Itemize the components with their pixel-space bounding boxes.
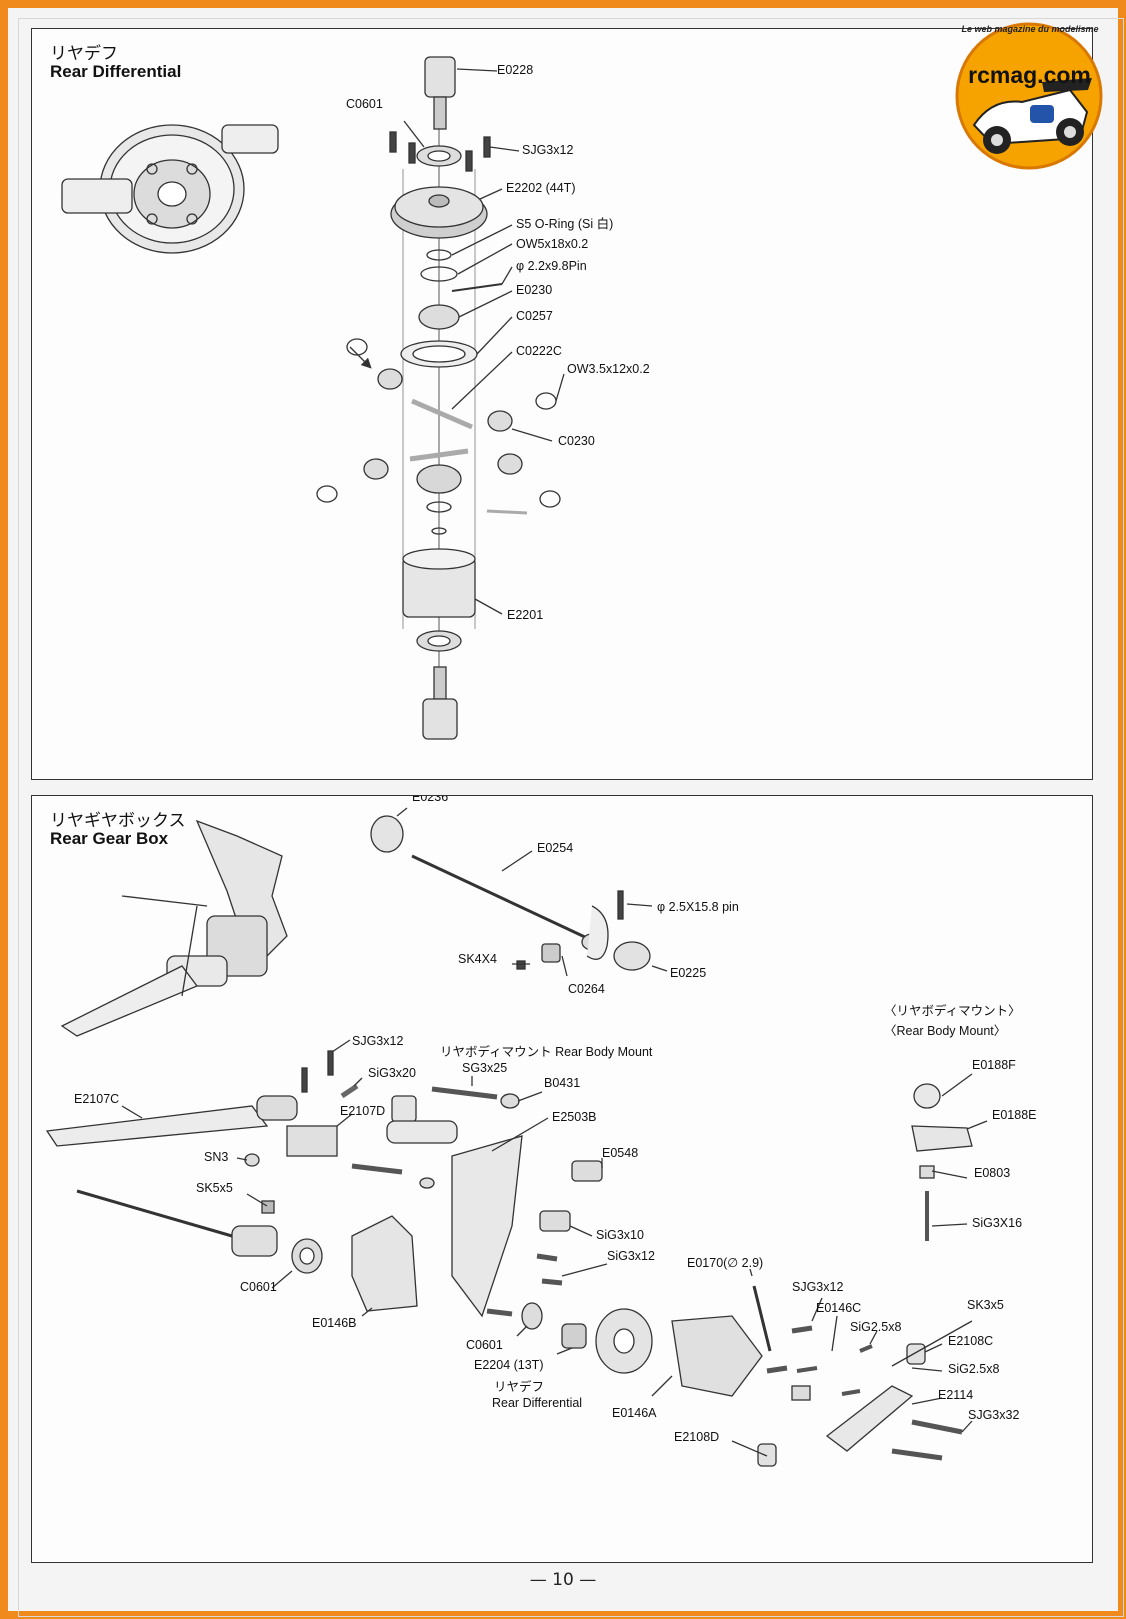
body-mount-title-jp: 〈リヤボディマウント〉	[884, 1003, 1021, 1018]
part-label-sk5x5: SK5x5	[196, 1181, 233, 1195]
part-label-e2108d: E2108D	[674, 1430, 720, 1444]
part-label-ow3-5x12: OW3.5x12x0.2	[567, 362, 650, 376]
part-label-sig3x16: SiG3X16	[972, 1216, 1023, 1230]
rear-differential-title-jp: リヤデフ	[50, 44, 118, 64]
part-label-e0146c: E0146C	[816, 1301, 862, 1315]
part-label-pin-2-5x15-8: φ 2.5X15.8 pin	[657, 900, 739, 914]
part-label-rear-diff-en: Rear Differential	[492, 1396, 583, 1410]
part-label-c0601-left: C0601	[240, 1280, 277, 1294]
rear-differential-exploded-diagram	[61, 56, 565, 740]
part-label-e0254: E0254	[537, 841, 574, 855]
part-label-e0170: E0170(∅ 2.9)	[687, 1256, 764, 1270]
part-label-sk4x4: SK4X4	[458, 952, 497, 966]
rear-gear-box-exploded-diagram	[45, 807, 988, 1467]
part-label-e2107d: E2107D	[340, 1104, 386, 1118]
part-label-e0146b: E0146B	[312, 1316, 357, 1330]
part-label-c0222c: C0222C	[516, 344, 562, 358]
page-number: — 10 —	[529, 1570, 597, 1590]
assembled-differential-illustration	[61, 124, 279, 254]
part-label-rear-body-mount: リヤボディマウント Rear Body Mount	[440, 1045, 653, 1059]
part-label-e2114: E2114	[938, 1388, 974, 1402]
part-label-sjg3x12: SJG3x12	[522, 143, 574, 157]
part-label-sk3x5: SK3x5	[967, 1298, 1004, 1312]
part-label-c0230: C0230	[558, 434, 595, 448]
part-label-e0146a: E0146A	[612, 1406, 657, 1420]
part-label-e2108c: E2108C	[948, 1334, 994, 1348]
part-label-c0264: C0264	[568, 982, 605, 996]
part-label-e0188e: E0188E	[992, 1108, 1037, 1122]
part-label-e0225: E0225	[670, 966, 707, 980]
part-label-b0431: B0431	[544, 1076, 581, 1090]
part-label-e2201: E2201	[507, 608, 544, 622]
part-label-sig3x20: SiG3x20	[368, 1066, 416, 1080]
part-label-rear-diff-jp: リヤデフ	[494, 1379, 545, 1394]
part-label-c0601: C0601	[346, 97, 383, 111]
part-label-sig3x12: SiG3x12	[607, 1249, 655, 1263]
part-label-sjg3x12-right: SJG3x12	[792, 1280, 844, 1294]
part-label-e0228: E0228	[497, 63, 534, 77]
part-label-e0548: E0548	[602, 1146, 639, 1160]
part-label-sn3: SN3	[204, 1150, 229, 1164]
part-label-e0236: E0236	[412, 795, 449, 804]
part-label-e0230: E0230	[516, 283, 553, 297]
part-label-e2503b: E2503B	[552, 1110, 597, 1124]
assembled-gear-box-illustration	[60, 819, 288, 1037]
part-label-sjg3x32: SJG3x32	[968, 1408, 1020, 1422]
part-label-s5-o-ring: S5 O-Ring (Si 白)	[516, 217, 614, 231]
rear-gear-box-panel: リヤギヤボックス Rear Gear Box	[31, 795, 1093, 1563]
rcmag-logo-graphic	[955, 22, 1103, 170]
inner-border	[18, 18, 1124, 1617]
part-label-e0803: E0803	[974, 1166, 1011, 1180]
rear-gear-box-title-jp: リヤギヤボックス	[50, 811, 186, 831]
logo-brand: rcmag.com	[968, 62, 1091, 88]
part-label-c0257: C0257	[516, 309, 553, 323]
part-label-sig2-5x8-lower: SiG2.5x8	[948, 1362, 1000, 1376]
body-mount-title-en: 〈Rear Body Mount〉	[884, 1024, 1007, 1038]
part-label-sjg3x12-upper: SJG3x12	[352, 1034, 404, 1048]
part-label-c0601-center: C0601	[466, 1338, 503, 1352]
logo-tagline: Le web magazine du modelisme	[961, 24, 1099, 34]
part-label-e2202: E2202 (44T)	[506, 181, 576, 195]
part-label-sig3x10: SiG3x10	[596, 1228, 644, 1242]
rear-differential-panel: リヤデフ Rear Differential	[31, 28, 1093, 780]
part-label-e2204: E2204 (13T)	[474, 1358, 544, 1372]
rear-differential-title-en: Rear Differential	[50, 62, 182, 81]
part-label-e2107c: E2107C	[74, 1092, 120, 1106]
part-label-e0188f: E0188F	[972, 1058, 1016, 1072]
rcmag-logo[interactable]: Le web magazine du modelisme rcmag.com	[952, 20, 1107, 172]
part-label-sg3x25: SG3x25	[462, 1061, 508, 1075]
part-label-sig2-5x8-upper: SiG2.5x8	[850, 1320, 902, 1334]
part-label-ow5x18: OW5x18x0.2	[516, 237, 589, 251]
part-label-pin-2-2x9-8: φ 2.2x9.8Pin	[516, 259, 587, 273]
rear-gear-box-title-en: Rear Gear Box	[50, 829, 169, 848]
